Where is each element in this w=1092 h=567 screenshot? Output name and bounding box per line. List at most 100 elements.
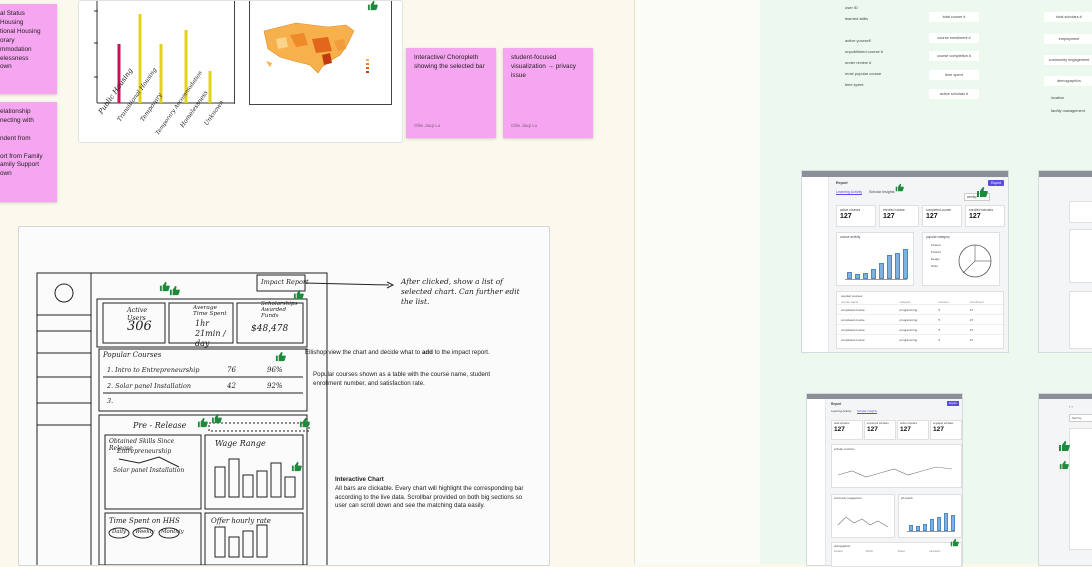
chart-bar[interactable] [887,255,892,279]
sketch-image-card[interactable]: Impact Report After clicked, show a list… [18,226,550,566]
wireframe-sidebar [807,399,826,565]
label-chip: active scholars # [929,89,979,99]
chart-bar[interactable] [930,519,934,531]
wireframe-top-bar [1039,394,1092,399]
table-cell: programming [899,327,918,332]
monthly-toggle[interactable]: Monthly [161,529,184,535]
chart-bar[interactable] [951,515,955,531]
sticky-choropleth-note[interactable]: Interactive/ Choropleth showing the sele… [406,48,496,138]
tab-learning-activity[interactable]: Learning Activity [831,409,852,413]
sticky-line: al Status [0,10,25,17]
table-cell: 27 [969,317,974,322]
annotation-bold: add [421,349,433,356]
back-arrow-icon[interactable]: ‹ › [1069,404,1073,409]
table-header-cell: education [929,550,941,553]
chart-bar[interactable] [944,513,948,531]
export-button[interactable]: Export [947,401,959,406]
course-row-1-rate: 96% [267,366,283,374]
table-row[interactable]: completed course programming 5 27 [837,305,1003,315]
chart-bar[interactable] [923,524,927,531]
legend-item: Product [931,250,941,254]
label-item: location [1051,96,1065,100]
skill-2: Solar panel Installation [113,467,185,474]
tab-learning-activity[interactable]: Learning Activity [836,190,863,195]
wireframe-card [1069,201,1092,223]
bar-sketch-card[interactable]: Public Housing Transitional Housing Temp… [78,0,403,143]
kpi-card: employed scholars 127 [864,420,896,440]
report-wireframe-table[interactable]: ‹ › Sort by [1038,393,1092,566]
table-header-cell: location [834,550,843,553]
choropleth-map-panel[interactable] [249,1,392,105]
sticky-line: elessness [0,54,29,62]
table-title: demographics [834,545,851,548]
chart-bar[interactable] [937,517,941,531]
sticky-line: orary [0,36,15,44]
table-cell: completed course [841,327,865,332]
chart-bar[interactable] [879,263,884,279]
chart-bar[interactable] [895,253,900,279]
kpi-label: engaged scholars [933,422,954,425]
offer-hourly-title: Offer hourly rate [211,517,271,525]
popular-category-chart[interactable]: popular category Finance Product Design … [922,232,1000,286]
thumbs-up-icon [895,183,904,192]
wage-range-title: Wage Range [215,439,266,448]
label-chip: course completion # [929,51,979,61]
job-search-chart[interactable]: job search [898,494,962,538]
kpi-value: 127 [933,426,944,433]
table-title: popular courses [841,294,863,298]
daily-toggle[interactable]: Daily [112,529,127,535]
kpi-card: active courses 127 [836,205,876,227]
weekly-toggle[interactable]: Weekly [135,529,155,535]
chart-bar[interactable] [855,274,860,279]
tab-scholar-insights[interactable]: Scholar Insights [857,409,877,414]
label-item: learned skills [845,16,869,21]
label-item: under review # [845,60,872,65]
sticky-housing-status[interactable]: al Status Housing tional Housing orary m… [0,4,57,94]
community-engagement-chart[interactable]: community engagement [831,494,895,538]
kpi-card: engaged scholars 127 [930,420,962,440]
report-title: Report [836,181,848,185]
report-wireframe-scholar[interactable]: Report Learning Activity Scholar Insight… [806,393,963,567]
chart-bar[interactable] [847,272,852,279]
table-row[interactable]: completed course programming 5 27 [837,315,1003,325]
sticky-line: amily Support [0,161,40,169]
kpi-value: 127 [926,213,938,220]
sticky-line [0,144,49,153]
chart-bar[interactable] [916,526,920,531]
kpi-label: active scholars [900,422,918,425]
table-row[interactable]: completed course programming 5 27 [837,335,1003,344]
table-row[interactable]: completed course programming 5 27 [837,325,1003,335]
active-users-value: 306 [127,319,152,334]
kpi-value: 127 [834,426,845,433]
label-chip: total course # [929,12,979,22]
tab-scholar-insights[interactable]: Scholar Insights [869,190,895,194]
chart-bar[interactable] [871,269,876,279]
table-cell: completed course [841,307,865,312]
report-wireframe-partial[interactable] [1038,170,1092,353]
annotation-interactive-chart-title: Interactive Chart [335,476,384,483]
chart-bar[interactable] [863,273,868,279]
kpi-card: active scholars 127 [897,420,929,440]
table-cell: 27 [969,307,974,312]
scholar-numbers-chart[interactable]: scholar numbers [831,444,962,488]
kpi-value: 127 [883,213,895,220]
course-row-2: 2. Solar panel Installation [107,382,191,390]
table-cell: 27 [969,327,974,332]
chart-bar[interactable] [903,249,908,279]
sticky-relationship[interactable]: elationship necting with ndent from ort … [0,102,57,202]
thumbs-up-icon [211,413,222,424]
data-table [1069,428,1092,550]
sticky-privacy-note[interactable]: student-focused visualization → privacy … [503,48,593,138]
report-wireframe-learning[interactable]: Report Learning Activity Scholar Insight… [801,170,1009,353]
sort-dropdown[interactable]: Sort by [1069,414,1092,422]
chart-title: community engagement [834,497,862,500]
legend-item: Design [931,257,940,261]
wireframe-top-bar [807,394,962,399]
obtained-skills-title: Obtained Skills Since Release [109,438,175,452]
impact-report-button[interactable]: Impact Report [261,278,309,286]
export-button[interactable]: Export [988,180,1004,186]
table-header: location facility Status education [832,550,961,553]
label-item: unpublished course # [845,49,884,54]
chart-bar[interactable] [909,525,913,531]
course-activity-chart[interactable]: course activity [836,232,914,286]
